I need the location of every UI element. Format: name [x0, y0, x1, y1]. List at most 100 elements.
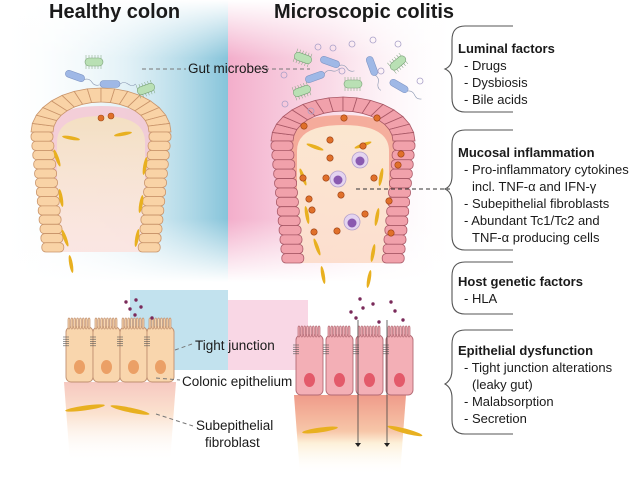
spiky-body [389, 55, 407, 71]
healthy-colon-title: Healthy colon [49, 1, 181, 23]
immune-cell-dot [361, 210, 369, 218]
rod-bacterium [320, 55, 355, 72]
epithelial-cell [146, 150, 170, 161]
nucleus [101, 360, 112, 374]
microvillus [342, 325, 345, 338]
rod-bacterium [65, 69, 100, 86]
microvillus [404, 325, 408, 338]
epithelial-cell [273, 168, 297, 179]
fibroblast [313, 238, 321, 256]
panel-item: - Tight junction alterations [464, 360, 613, 375]
immune-cell-dot [299, 174, 307, 182]
microvillus [306, 325, 309, 338]
immune-cell-dot [385, 197, 393, 205]
spiky-body [137, 82, 155, 96]
immune-cell-dot [305, 195, 313, 203]
fibroblast [387, 425, 423, 437]
epithelial-cell [274, 178, 298, 189]
epithelial-cell [383, 325, 414, 396]
fibroblast [378, 168, 384, 186]
microvillus [157, 317, 160, 330]
fibroblasts [53, 131, 148, 273]
flagellum [375, 75, 382, 91]
microbe-particle [314, 43, 322, 51]
fibroblast [306, 143, 324, 151]
panel-item: - Secretion [464, 411, 527, 426]
epithelial-cell [381, 253, 405, 264]
epithelial-cell [392, 140, 416, 151]
epithelial-cell [276, 206, 300, 217]
epithelial-cell [353, 325, 384, 396]
cytokine-dot [401, 318, 405, 322]
epithelial-cell [391, 131, 416, 142]
immune-cell-dot [373, 114, 381, 122]
immune-cell-dot [359, 142, 367, 150]
microvillus [133, 317, 136, 330]
panel-item: - Abundant Tc1/Tc2 and [464, 213, 600, 228]
cytokine-dot [371, 302, 375, 306]
epithelial-cell [30, 131, 54, 142]
fibroblast [138, 195, 144, 213]
epithelial-cell [275, 187, 298, 198]
microvillus [103, 317, 106, 330]
rod-bacterium [389, 78, 422, 100]
brace-luminal [443, 25, 513, 113]
spiky-bacterium [291, 81, 312, 101]
panel-item: incl. TNF-α and IFN-γ [472, 179, 597, 194]
epithelial-cell [137, 242, 161, 253]
brace-mucosal [443, 129, 513, 251]
microvillus [402, 325, 405, 338]
subepithelial-label: Subepithelial [196, 418, 274, 433]
immune-cell-dot [397, 150, 405, 158]
microbe-particle [338, 67, 346, 75]
cytokine-dot [389, 300, 393, 304]
fibroblast [134, 229, 140, 247]
epithelial-cell [138, 233, 162, 244]
epithelial-cell [142, 196, 166, 207]
spiky-bacterium [84, 55, 104, 69]
immune-cell-dot [340, 114, 348, 122]
epithelial-cell [280, 243, 304, 255]
panel-epithelial-dysfunction: Epithelial dysfunction - Tight junction … [458, 342, 612, 427]
colitis-crypt [270, 96, 416, 288]
flagellum [84, 78, 100, 86]
microbe-particle [329, 44, 337, 52]
epithelial-cell [147, 122, 172, 133]
microvillus [168, 317, 172, 330]
microvillus [70, 317, 74, 330]
crypt-core [57, 116, 145, 252]
subepithelial-tissue [64, 382, 176, 462]
epithelial-cell [293, 325, 324, 396]
epithelial-cell [323, 325, 354, 396]
rod-bacterium [365, 56, 382, 91]
microvillus [148, 317, 152, 330]
immune-cell-dot [107, 112, 115, 120]
epithelial-cell [139, 223, 163, 234]
microvillus [154, 317, 157, 330]
epithelial-cell [389, 168, 413, 179]
microvillus [333, 325, 336, 338]
microvillus [127, 317, 130, 330]
fibroblast [110, 405, 150, 415]
microvillus [109, 317, 112, 330]
rod-bacterium [305, 67, 340, 84]
immune-cell-dot [333, 227, 341, 235]
panel-heading: Epithelial dysfunction [458, 343, 594, 358]
immune-cell-dot [300, 122, 308, 130]
immune-cell-dot [310, 228, 318, 236]
fibroblast [62, 135, 80, 141]
flagellum [119, 82, 137, 86]
rod-body [320, 55, 340, 69]
nucleus [74, 360, 85, 374]
epithelial-cell [382, 243, 406, 255]
epithelial-cell [37, 205, 61, 216]
cytokine-dot [128, 307, 132, 311]
epithelial-cell [279, 234, 303, 245]
cytokine-dot [358, 297, 362, 301]
epithelial-cell [270, 140, 294, 151]
cytokine-dot [361, 306, 365, 310]
microvillus [360, 325, 364, 338]
microbe-particle [307, 107, 315, 115]
immune-cell-dot [326, 136, 334, 144]
